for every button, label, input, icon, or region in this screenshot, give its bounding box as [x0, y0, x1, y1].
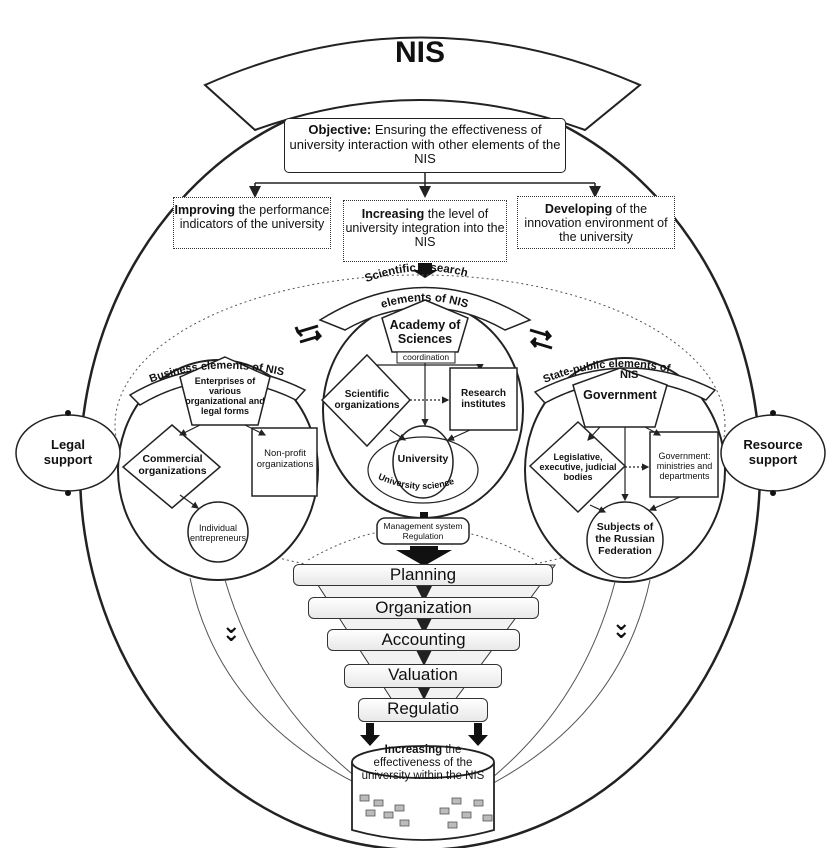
stage-regulatio: Regulatio	[358, 698, 488, 722]
chevron-right-icon: ⌄	[612, 610, 630, 635]
goal-improving: Improving the performance indicators of …	[173, 197, 331, 249]
subjects-label: Subjects of the Russian Federation	[595, 521, 655, 557]
svg-text:⌄: ⌄	[222, 621, 240, 646]
stage-planning: Planning	[293, 564, 553, 586]
legislative-label: Legislative, executive, judicial bodies	[539, 451, 617, 483]
exchange-arrows-left	[294, 324, 323, 344]
elements-envelope	[114, 274, 726, 576]
university-science-ring	[367, 436, 479, 504]
business-pentagon-label: Enterprises of various organizational an…	[185, 375, 265, 417]
government-label: Government	[583, 388, 657, 402]
stage-organization: Organization	[308, 597, 539, 619]
university-label: University	[397, 453, 449, 466]
business-pentagon	[179, 356, 271, 426]
ministries-label: Government: ministries and departments	[656, 450, 713, 482]
stage-accounting: Accounting	[327, 629, 520, 651]
management-label: Management system Regulation	[383, 520, 463, 541]
stage-valuation: Valuation	[344, 664, 502, 688]
government-pentagon	[572, 367, 668, 428]
coordination-box	[396, 351, 456, 364]
objective-box: Objective: Ensuring the effectiveness of…	[284, 118, 566, 173]
nis-banner	[203, 36, 642, 132]
business-square-label: Non-profit organizations	[256, 448, 314, 470]
exchange-arrows-right	[529, 328, 553, 350]
research-square	[449, 367, 518, 431]
business-circle-small	[187, 501, 249, 563]
coordination-label: coordination	[402, 351, 450, 362]
result-cylinder	[351, 762, 495, 841]
resource-support-label: Resource support	[743, 437, 803, 467]
result-label: Increasing the effectiveness of the univ…	[361, 744, 485, 782]
business-diamond-label: Commercial organizations	[138, 453, 207, 477]
business-circle-label: Individual entrepreneurs	[189, 522, 247, 543]
legislative-diamond	[528, 420, 627, 514]
ministries-square	[649, 431, 719, 498]
objective-label: Objective:	[308, 122, 372, 137]
subjects-circle	[586, 501, 664, 579]
university-circle	[392, 425, 454, 499]
goal-increasing: Increasing the level of university integ…	[343, 200, 507, 262]
scientific-diamond	[320, 353, 412, 448]
big-down-arrow	[396, 546, 452, 566]
page-title: NIS	[394, 36, 445, 70]
business-diamond	[121, 424, 222, 509]
legal-support-label: Legal support	[43, 437, 93, 467]
business-square	[251, 427, 318, 497]
objective-text: Ensuring the effectiveness of university…	[289, 122, 561, 167]
goal-developing: Developing of the innovation environment…	[517, 196, 675, 249]
scientific-organizations-label: Scientific organizations	[334, 388, 400, 411]
research-institutes-label: Research institutes	[460, 387, 507, 410]
state-arc-label-2: NIS	[620, 369, 638, 381]
research-arc-label-1: Scientific research	[363, 262, 469, 285]
academy-label: Academy of Sciences	[389, 318, 461, 346]
chevron-left-icon: ⌄	[222, 613, 240, 638]
network-icon	[359, 794, 493, 829]
svg-text:⌄: ⌄	[612, 618, 630, 643]
